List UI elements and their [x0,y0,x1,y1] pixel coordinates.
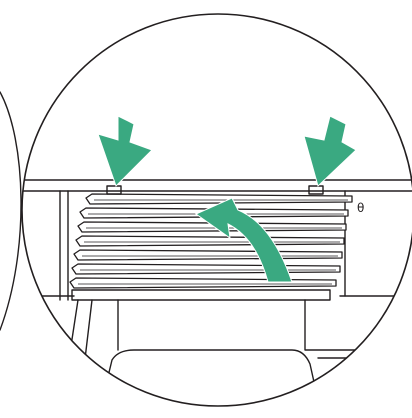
lower-left-post-a [59,299,79,406]
magnifier-circle [21,13,412,407]
right-clip [308,185,324,195]
curved-rotate-arrow-icon [194,197,293,283]
adjacent-detail-circle-edge [0,91,22,331]
louver-blade [71,263,341,275]
louver-blade [73,249,343,261]
angle-symbol-label: θ [357,201,364,215]
louver-blade [75,235,345,247]
left-down-arrow-icon [97,115,153,187]
lower-right-shelf [304,299,412,351]
louver-blade [85,193,353,205]
louver-blade [69,277,337,289]
right-down-arrow-icon [303,115,357,187]
bottom-panel [71,289,331,301]
lower-arch [97,349,323,406]
louver-blade [77,221,347,233]
left-clip [106,185,122,195]
